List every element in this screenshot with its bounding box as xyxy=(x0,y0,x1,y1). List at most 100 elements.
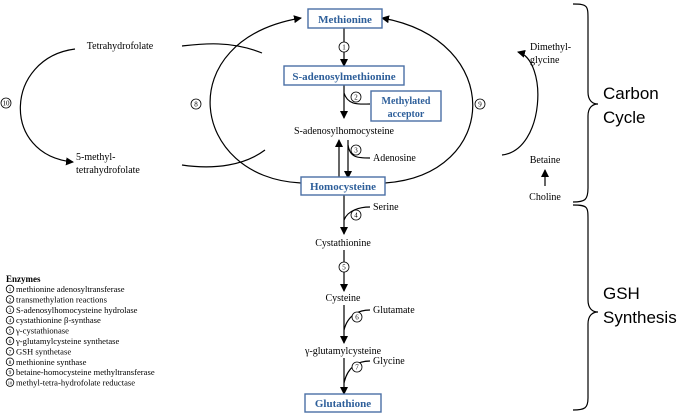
glutathione-label: Glutathione xyxy=(315,398,371,410)
step-marker-4: 4 xyxy=(350,209,362,221)
enzyme-number-circle xyxy=(5,347,15,356)
step-number: 10 xyxy=(3,100,11,108)
node-methionine: Methionine xyxy=(307,8,383,29)
gsh-synthesis-title-line1: GSH xyxy=(603,284,640,303)
enzyme-legend-item: 8 methionine synthase xyxy=(5,357,87,367)
methylated-acceptor-line1: Methylated xyxy=(382,96,431,107)
enzyme-number-circle xyxy=(5,357,15,366)
folate-cycle-top-arc xyxy=(181,43,263,54)
step-marker-8: 8 xyxy=(190,98,202,110)
enzyme-name: cystathionine β-synthase xyxy=(16,315,101,325)
enzyme-legend-item: 3 S-adenosylhomocysteine hydrolase xyxy=(5,305,138,315)
enzyme-name: S-adenosylhomocysteine hydrolase xyxy=(16,305,138,315)
step-number: 7 xyxy=(355,364,359,372)
enzyme-number-circle xyxy=(5,305,15,314)
methionine-cycle-right-arc xyxy=(381,15,474,184)
enzyme-name: betaine-homocysteine methyltransferase xyxy=(16,367,155,377)
enzyme-name: GSH synthetase xyxy=(16,346,71,356)
dimethylglycine-line2: glycine xyxy=(530,55,560,66)
enzyme-number: 10 xyxy=(8,381,13,386)
carbon-cycle-title-line1: Carbon xyxy=(603,84,659,103)
step-number: 3 xyxy=(354,147,358,155)
enzyme-name: γ-glutamylcysteine synthetase xyxy=(15,336,119,346)
node-methylated-acceptor: Methylated acceptor xyxy=(370,90,442,122)
cysteine-label: Cysteine xyxy=(326,293,362,304)
enzyme-number-circle xyxy=(5,378,15,387)
glycine-label: Glycine xyxy=(373,356,405,367)
serine-label: Serine xyxy=(373,202,399,213)
enzyme-number: 2 xyxy=(9,297,12,303)
glutamate-label: Glutamate xyxy=(373,305,415,316)
methylated-acceptor-line2: acceptor xyxy=(388,109,425,120)
step-number: 2 xyxy=(354,94,358,102)
enzyme-legend-item: 2 transmethylation reactions xyxy=(5,294,108,304)
enzyme-name: methyl-tetra-hydrofolate reductase xyxy=(16,378,135,388)
gsh-synthesis-title-line2: Synthesis xyxy=(603,308,677,327)
step-marker-9: 9 xyxy=(474,98,486,110)
adenosine-label: Adenosine xyxy=(373,153,416,164)
step-number: 1 xyxy=(342,44,346,52)
enzyme-name: transmethylation reactions xyxy=(16,294,108,304)
node-s-adenosylmethionine: S-adenosylmethionine xyxy=(283,65,405,86)
step-marker-6: 6 xyxy=(351,311,363,323)
step-marker-7: 7 xyxy=(351,361,363,373)
enzymes-legend-title: Enzymes xyxy=(6,274,41,284)
enzyme-number: 8 xyxy=(9,360,12,366)
enzyme-name: methionine adenosyltransferase xyxy=(16,284,125,294)
enzyme-number-circle xyxy=(5,336,15,346)
enzymes-legend-list: 1 methionine adenosyltransferase 2 transmet… xyxy=(5,284,155,388)
methionine-label: Methionine xyxy=(318,14,372,26)
cystathionine-label: Cystathionine xyxy=(315,238,371,249)
adenosine-branch xyxy=(347,144,371,159)
step-marker-3: 3 xyxy=(350,144,362,156)
enzyme-number: 7 xyxy=(9,349,12,355)
enzyme-number-circle xyxy=(5,368,15,377)
folate-cycle-left-arc xyxy=(19,48,76,166)
enzyme-legend-item: 7 GSH synthetase xyxy=(5,346,71,356)
enzyme-number: 3 xyxy=(9,308,12,314)
betaine-cycle-arc xyxy=(501,49,539,156)
enzyme-number: 4 xyxy=(9,318,12,324)
step-marker-10: 10 xyxy=(0,97,12,109)
enzyme-legend-item: 4 cystathionine β-synthase xyxy=(5,315,101,325)
enzyme-number-circle xyxy=(5,326,15,335)
betaine-label: Betaine xyxy=(530,155,561,166)
sah-label: S-adenosylhomocysteine xyxy=(294,126,395,137)
node-glutathione: Glutathione xyxy=(304,393,382,413)
enzyme-legend-item: 9 betaine-homocysteine methyltransferase xyxy=(5,367,155,377)
enzyme-number: 5 xyxy=(9,329,12,335)
step-number: 4 xyxy=(354,212,358,220)
carbon-cycle-title-line2: Cycle xyxy=(603,108,646,127)
enzyme-name: methionine synthase xyxy=(16,357,87,367)
tetrahydrofolate-label: Tetrahydrofolate xyxy=(87,41,154,52)
step-marker-2: 2 xyxy=(350,91,362,103)
enzyme-name: γ-cystathionase xyxy=(15,326,69,336)
node-homocysteine: Homocysteine xyxy=(300,176,386,196)
dimethylglycine-line1: Dimethyl- xyxy=(530,42,571,53)
step-number: 5 xyxy=(342,264,346,272)
step-number: 8 xyxy=(194,101,198,109)
carbon-cycle-bracket xyxy=(572,3,599,203)
methyl-transfer-curve xyxy=(343,92,371,105)
enzyme-number-circle xyxy=(5,284,15,294)
enzyme-number-circle xyxy=(5,295,15,304)
gsh-synthesis-bracket xyxy=(572,204,599,411)
methyl-thf-line1: 5-methyl- xyxy=(76,152,115,163)
folate-cycle-bottom-arc xyxy=(181,149,266,168)
step-number: 9 xyxy=(478,101,482,109)
ggc-label: γ-glutamylcysteine xyxy=(304,346,382,357)
enzyme-legend-item: 1 methionine adenosyltransferase xyxy=(5,284,125,294)
sam-label: S-adenosylmethionine xyxy=(292,71,395,83)
enzyme-number-circle xyxy=(5,316,15,325)
methionine-cycle-left-arc xyxy=(209,15,302,184)
methyl-thf-line2: tetrahydrofolate xyxy=(76,165,140,176)
choline-label: Choline xyxy=(529,192,561,203)
enzyme-number: 1 xyxy=(9,287,12,293)
step-marker-1: 1 xyxy=(338,41,350,53)
enzyme-number: 9 xyxy=(9,370,12,376)
